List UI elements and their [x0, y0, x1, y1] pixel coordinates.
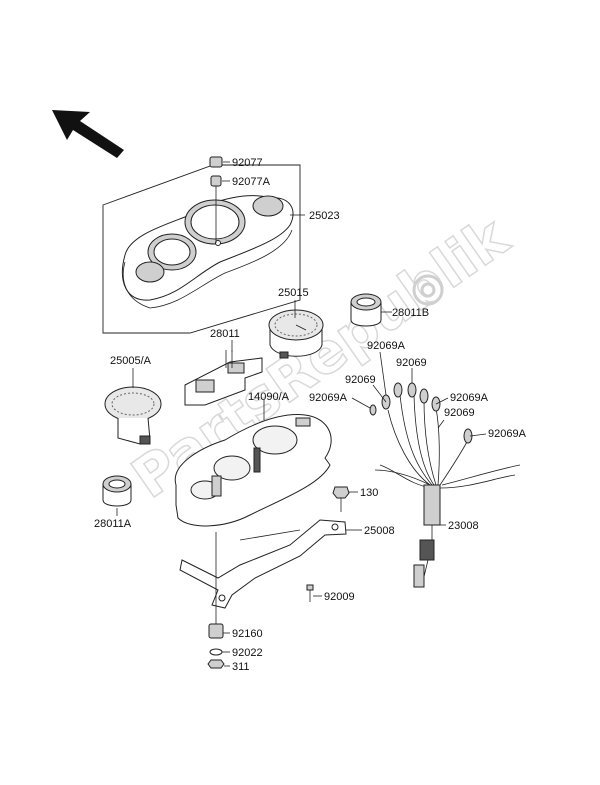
label-92022: 92022: [232, 647, 263, 659]
label-92160: 92160: [232, 628, 263, 640]
label-25023: 25023: [309, 210, 340, 222]
label-25008: 25008: [364, 525, 395, 537]
meter-case: [174, 414, 332, 527]
label-130: 130: [360, 487, 378, 499]
label-92069-mid: 92069: [345, 374, 376, 386]
gear-icon: [412, 274, 444, 306]
part-labels: 92077 92077A 25023 25015 28011B 28011 25…: [94, 157, 527, 673]
nut-311: [207, 659, 225, 669]
bolt-130: [332, 486, 350, 512]
damper-92160: [208, 532, 224, 639]
label-92069-top: 92069: [396, 357, 427, 369]
label-311: 311: [232, 661, 250, 673]
tachometer-gauge: [268, 309, 324, 359]
label-92009: 92009: [324, 591, 355, 603]
grommet-92077: [209, 156, 223, 168]
grommet-92077a: [210, 175, 222, 243]
socket-28011b: [350, 293, 382, 327]
label-92077: 92077: [232, 157, 263, 169]
label-23008: 23008: [448, 520, 479, 532]
label-92069a-left: 92069A: [309, 392, 348, 404]
wiring-harness: [369, 382, 521, 588]
label-92069-right: 92069: [444, 407, 475, 419]
label-25005a: 25005/A: [110, 355, 152, 367]
label-28011a: 28011A: [94, 518, 132, 530]
label-92069a-right: 92069A: [450, 392, 489, 404]
label-92069a-far-right: 92069A: [488, 428, 527, 440]
label-92077a: 92077A: [232, 176, 271, 188]
bracket-plate: [179, 519, 347, 609]
connector-28011: [184, 350, 263, 406]
label-28011: 28011: [210, 328, 240, 340]
socket-28011a: [102, 475, 132, 507]
screw-92009: [306, 584, 314, 602]
label-28011b: 28011B: [392, 307, 429, 319]
label-92069a-top: 92069A: [367, 340, 406, 352]
washer-92022: [209, 648, 223, 656]
front-arrow-icon: [52, 110, 124, 158]
label-14090a: 14090/A: [248, 391, 290, 403]
label-25015: 25015: [278, 287, 309, 299]
meter-cover-assembly: [102, 164, 301, 334]
leader-lines: [116, 161, 487, 667]
